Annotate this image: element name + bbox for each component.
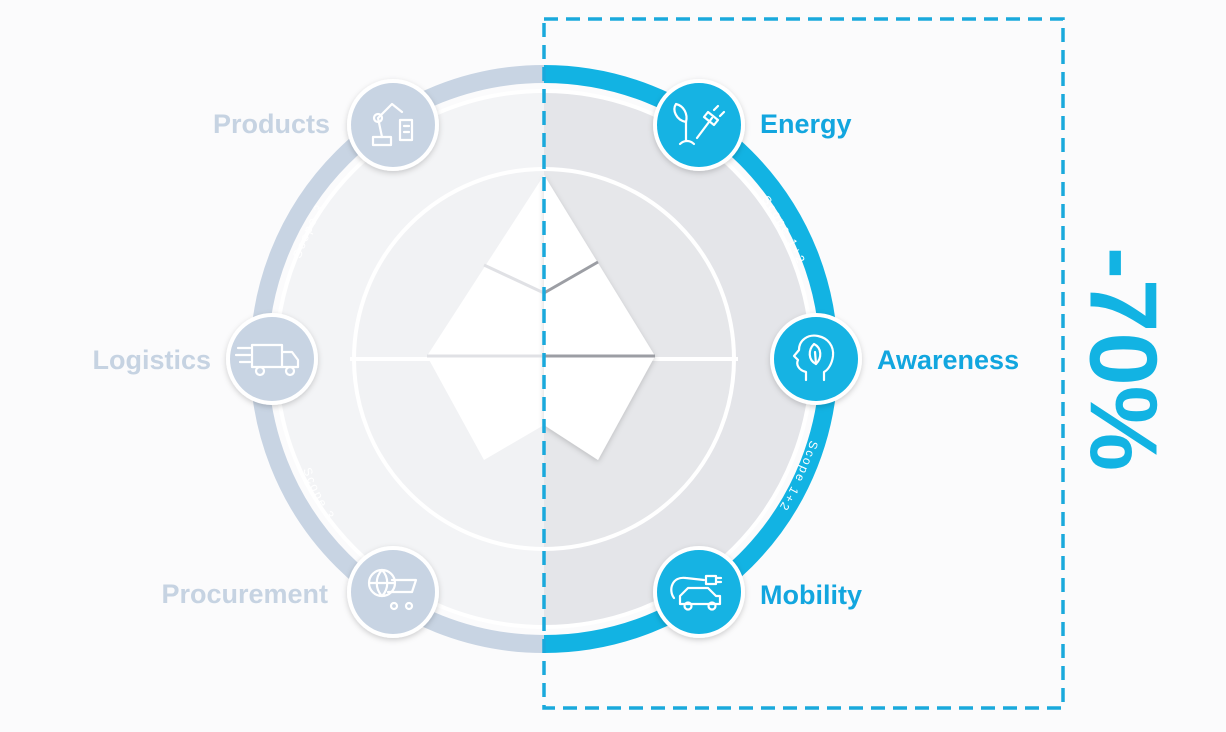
node-label-energy: Energy — [760, 109, 852, 139]
node-mobility[interactable]: Mobility — [653, 546, 862, 638]
node-label-products: Products — [213, 109, 330, 139]
globe-cart-icon — [367, 568, 418, 611]
leaf-shape — [427, 175, 655, 460]
delivery-truck-icon — [234, 343, 300, 377]
node-products[interactable]: Products — [213, 79, 439, 171]
plant-plug-icon — [673, 102, 726, 146]
node-procurement[interactable]: Procurement — [161, 546, 439, 638]
node-label-mobility: Mobility — [760, 580, 862, 610]
node-awareness[interactable]: Awareness — [770, 313, 1019, 405]
node-energy[interactable]: Energy — [653, 79, 852, 171]
robot-arm-icon — [371, 102, 414, 147]
electric-car-icon — [670, 574, 723, 611]
node-logistics[interactable]: Logistics — [92, 313, 318, 405]
node-label-awareness: Awareness — [877, 345, 1019, 375]
scope-highlight-frame — [542, 17, 1065, 710]
reduction-value: -70% — [1070, 247, 1177, 471]
head-leaf-icon — [792, 334, 835, 382]
node-label-logistics: Logistics — [92, 345, 211, 375]
node-label-procurement: Procurement — [161, 579, 328, 609]
